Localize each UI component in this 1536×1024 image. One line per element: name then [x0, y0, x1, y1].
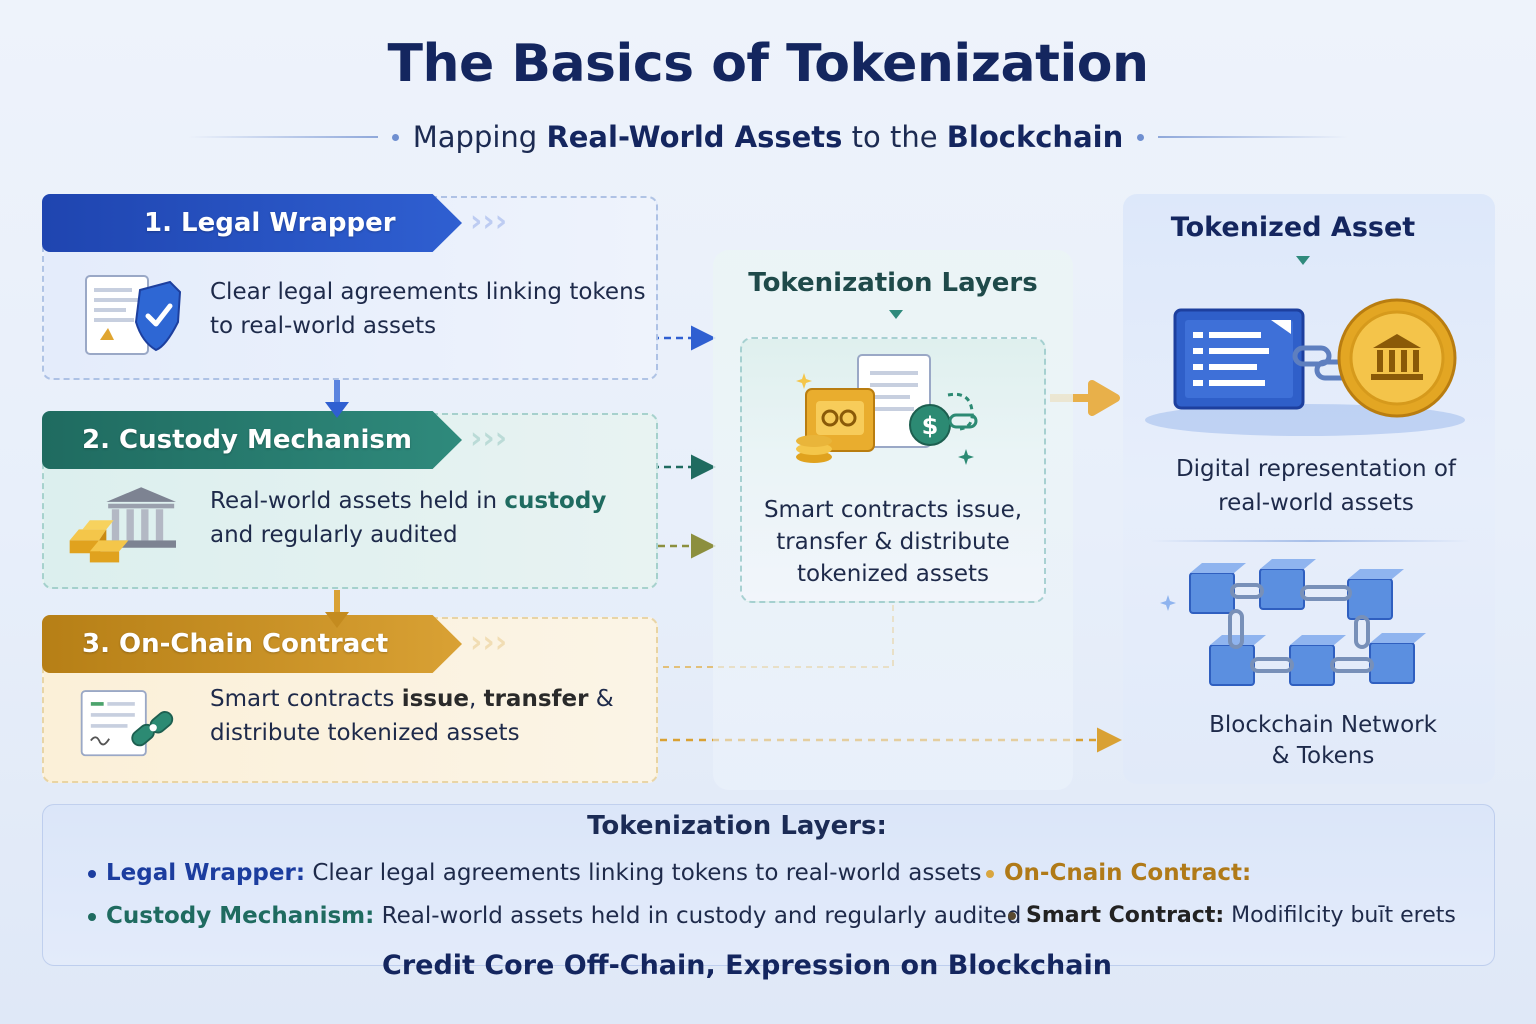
step-description-line: Real-world assets held in custody	[210, 484, 650, 518]
legal-document-shield-icon	[85, 275, 182, 355]
tokenization-layers-description: Smart contracts issue, transfer & distri…	[740, 494, 1046, 590]
step-header-custody-mechanism: 2. Custody Mechanism	[42, 411, 462, 469]
tokenized-asset-description: Digital representation of real-world ass…	[1130, 452, 1502, 520]
subtitle-dot-left	[391, 133, 399, 141]
step-text: ,	[468, 686, 484, 712]
summary-text: Real-world assets held in custody and re…	[374, 903, 1022, 929]
description-line: real-world assets	[1218, 490, 1414, 516]
chevron-right-icon: ›››	[470, 421, 508, 456]
chevron-right-icon: ›››	[470, 625, 508, 660]
description-line: & Tokens	[1271, 743, 1375, 769]
subtitle-bold-1: Real-World Assets	[546, 120, 843, 154]
summary-key: On-Cnain Contract:	[1004, 860, 1252, 886]
digital-token-coin-icon	[1145, 298, 1465, 436]
subtitle-line-right	[1158, 136, 1349, 138]
subtitle-dot-right	[1137, 133, 1145, 141]
arrow-down-icon	[325, 380, 349, 418]
summary-key: Legal Wrapper:	[106, 860, 306, 886]
step-description-on-chain-contract: Smart contracts issue, transfer & distri…	[210, 682, 650, 750]
step-description-line: to real-world assets	[210, 313, 437, 339]
description-line: Blockchain Network	[1209, 712, 1437, 738]
asset-document-coin-icon: $	[796, 354, 978, 465]
description-line: transfer & distribute	[776, 529, 1010, 555]
step-text-bold: custody	[504, 488, 607, 514]
bullet-dot	[88, 912, 96, 921]
subtitle: Mapping Real-World Assets to the Blockch…	[413, 120, 1123, 154]
summary-key: Smart Contract:	[1026, 903, 1225, 928]
svg-text:$: $	[922, 412, 939, 440]
contract-chain-icon	[80, 690, 174, 757]
step-description-line: Smart contracts issue, transfer &	[210, 682, 650, 716]
arrow-down-icon	[325, 590, 349, 628]
step-description-custody-mechanism: Real-world assets held in custody and re…	[210, 484, 650, 552]
subtitle-line-left	[187, 136, 378, 138]
bullet-dot	[986, 869, 994, 878]
subtitle-bold-2: Blockchain	[946, 120, 1124, 154]
description-line: Smart contracts issue,	[763, 497, 1023, 523]
blockchain-network-label: Blockchain Network & Tokens	[1130, 710, 1516, 772]
summary-item-legal-wrapper: Legal Wrapper: Clear legal agreements li…	[88, 860, 981, 886]
summary-panel	[42, 804, 1495, 966]
step-text: Smart contracts	[210, 686, 402, 712]
bank-gold-bars-icon	[69, 487, 176, 563]
caret-down-icon	[1296, 256, 1310, 265]
step-text: &	[588, 686, 614, 712]
step-text: Real-world assets held in	[210, 488, 505, 514]
caret-down-icon	[889, 310, 903, 319]
subtitle-text-2: to the	[842, 120, 947, 154]
footer-tagline: Credit Core Off-Chain, Expression on Blo…	[382, 950, 1112, 981]
step-description-line: distribute tokenized assets	[210, 720, 520, 746]
blockchain-blocks-icon	[1160, 559, 1426, 686]
summary-item-on-chain-contract: On-Cnain Contract:	[986, 860, 1251, 886]
description-line: Digital representation of	[1175, 456, 1457, 482]
description-line: tokenized assets	[796, 561, 990, 587]
step-description-legal-wrapper: Clear legal agreements linking tokens to…	[210, 275, 650, 343]
step-header-legal-wrapper: 1. Legal Wrapper	[42, 194, 462, 252]
summary-item-smart-contract: Smart Contract: Modifilcity buīt erets	[1008, 903, 1456, 928]
step-text-bold: issue	[401, 686, 469, 712]
summary-text: Modifilcity buīt erets	[1224, 903, 1456, 928]
tokenization-layers-title: Tokenization Layers	[748, 268, 1038, 298]
step-text-bold: transfer	[483, 686, 589, 712]
step-header-on-chain-contract: 3. On-Chain Contract	[42, 615, 462, 673]
summary-text: Clear legal agreements linking tokens to…	[305, 860, 982, 886]
page-title: The Basics of Tokenization	[387, 34, 1149, 94]
tokenized-asset-title: Tokenized Asset	[1170, 212, 1416, 243]
step-description-line: Clear legal agreements linking tokens	[210, 279, 646, 305]
subtitle-bar: Mapping Real-World Assets to the Blockch…	[0, 117, 1536, 157]
summary-key: Custody Mechanism:	[106, 903, 375, 929]
summary-title: Tokenization Layers:	[587, 811, 887, 841]
summary-item-custody-mechanism: Custody Mechanism: Real-world assets hel…	[88, 903, 1021, 929]
chevron-right-icon: ›››	[470, 204, 508, 239]
bullet-dot	[88, 869, 96, 878]
divider	[1150, 540, 1470, 542]
bullet-dot	[1008, 912, 1016, 920]
subtitle-text-1: Mapping	[412, 120, 547, 154]
step-description-line: and regularly audited	[210, 522, 458, 548]
